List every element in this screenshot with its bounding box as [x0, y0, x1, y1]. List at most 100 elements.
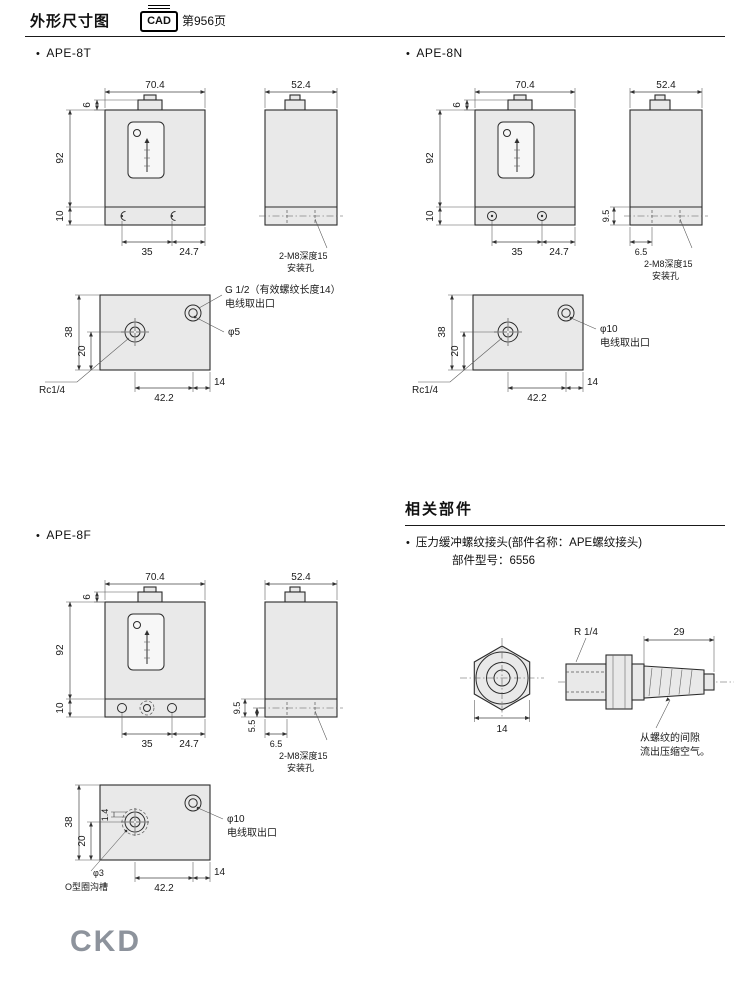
dim-depth: 52.4: [656, 80, 676, 91]
dim-depth: 52.4: [291, 80, 311, 91]
conduit-label: G 1/2（有效螺纹长度14）: [225, 283, 341, 296]
bullet: •: [406, 48, 411, 60]
dim-20: 20: [77, 345, 88, 357]
dim-14-step: 1.4: [100, 809, 110, 822]
port-label: Rc1/4: [412, 385, 439, 396]
fitting-note-1: 从螺纹的间隙: [640, 731, 700, 744]
ape8t-front-view: 70.4 6 92 10 35 24.7: [55, 80, 206, 258]
label-ape8f: • APE-8F: [36, 528, 91, 542]
drawing-geometry: [66, 580, 206, 738]
drawing-geometry: [558, 636, 734, 729]
mount-note-1: 2-M8深度15: [279, 250, 328, 261]
fitting-note-2: 流出压缩空气。: [640, 745, 710, 758]
dim-body: 92: [425, 152, 436, 164]
dim-pitch: 35: [511, 247, 523, 258]
label-ape8t-text: APE-8T: [46, 46, 92, 60]
related-parts-item-text: 压力缓冲螺纹接头(部件名称：APE螺纹接头): [415, 537, 643, 549]
wire-outlet-label: 电线取出口: [225, 297, 275, 310]
dim-pitch: 35: [141, 739, 153, 750]
wire-outlet-label: 电线取出口: [600, 336, 650, 349]
bullet: •: [406, 537, 410, 549]
mount-note-2: 安装孔: [287, 262, 314, 273]
dim-edge: 24.7: [179, 739, 199, 750]
dim-14: 14: [587, 377, 599, 388]
dim-14: 14: [214, 377, 226, 388]
cad-icon-lines: [148, 5, 170, 10]
dim-edge: 24.7: [179, 247, 199, 258]
fitting-side-view: R 1/4 29 从螺纹的间隙 流出压缩空气。: [558, 627, 734, 758]
dim-top: 6: [82, 102, 93, 108]
page-reference: 第956页: [182, 14, 227, 28]
ape8f-front-view: 70.4 6 92 10 35 24.7: [55, 572, 206, 750]
dim-38: 38: [437, 326, 448, 338]
dim-length: 29: [673, 627, 685, 638]
dim-422: 42.2: [154, 393, 174, 404]
bullet: •: [36, 48, 41, 60]
ape8n-bottom-view: φ10 电线取出口 Rc1/4 38 20 42.2 14: [412, 294, 650, 404]
outlet-dia-label: φ10: [227, 814, 245, 825]
dim-14: 14: [214, 867, 226, 878]
related-parts-title: 相关部件: [405, 498, 725, 526]
drawing-geometry: [259, 88, 343, 249]
dim-55: 5.5: [247, 720, 257, 733]
dim-95: 9.5: [601, 210, 611, 223]
dim-width: 70.4: [145, 80, 165, 91]
wire-outlet-label: 电线取出口: [227, 826, 277, 839]
drawing-geometry: [241, 580, 343, 741]
dim-hex-width: 14: [496, 724, 508, 735]
dim-body: 92: [55, 152, 66, 164]
dim-width: 70.4: [515, 80, 535, 91]
dim-base: 10: [55, 210, 66, 222]
mount-note-1: 2-M8深度15: [279, 750, 328, 761]
header-rule: [25, 36, 725, 37]
label-ape8n-text: APE-8N: [416, 46, 463, 60]
ape8t-side-view: 52.4 2-M8深度15 安装孔: [259, 80, 343, 273]
ape8n-side-view: 52.4 9.5 6.5 2-M8深度15 安装孔: [601, 80, 708, 281]
dim-422: 42.2: [527, 393, 547, 404]
mount-note-2: 安装孔: [652, 270, 679, 281]
ape8f-bottom-view: φ10 电线取出口 1.4 φ3 O型圈沟槽 38 20 42.2 14: [64, 784, 277, 894]
drawing-geometry: [610, 88, 708, 249]
drawing-geometry: [418, 294, 597, 392]
related-parts-item: • 压力缓冲螺纹接头(部件名称：APE螺纹接头): [406, 534, 642, 550]
dim-pitch: 35: [141, 247, 153, 258]
drawing-geometry: [66, 88, 206, 246]
oring-groove-label: O型圈沟槽: [65, 881, 108, 892]
drawing-geometry: [436, 88, 576, 246]
fitting-hex-view: 14: [460, 638, 544, 735]
bullet: •: [36, 530, 41, 542]
cad-icon-label: CAD: [140, 11, 178, 32]
ape8f-side-view: 52.4 9.5 5.5 6.5 2-M8深度15 安装孔: [232, 572, 343, 773]
dim-65: 6.5: [635, 247, 648, 257]
dim-body: 92: [55, 644, 66, 656]
drawing-geometry: [45, 294, 225, 392]
dim-base: 10: [425, 210, 436, 222]
ckd-logo: CKD: [70, 925, 141, 958]
groove-dia-label: φ3: [93, 868, 104, 878]
dim-base: 10: [55, 702, 66, 714]
ape8n-front-view: 70.4 6 92 10 35 24.7: [425, 80, 576, 258]
cad-icon: CAD: [140, 5, 178, 32]
mount-note-2: 安装孔: [287, 762, 314, 773]
dim-edge: 24.7: [549, 247, 569, 258]
dim-38: 38: [64, 326, 75, 338]
thread-label: R 1/4: [574, 627, 598, 638]
mount-note-1: 2-M8深度15: [644, 258, 693, 269]
dim-depth: 52.4: [291, 572, 311, 583]
outlet-dia-label: φ10: [600, 324, 618, 335]
outlet-dia-label: φ5: [228, 327, 240, 338]
related-parts-model: 部件型号：6556: [452, 555, 536, 567]
drawing-geometry: [460, 638, 544, 722]
dim-422: 42.2: [154, 883, 174, 894]
port-label: Rc1/4: [39, 385, 66, 396]
dim-top: 6: [452, 102, 463, 108]
label-ape8t: • APE-8T: [36, 46, 91, 60]
ape8t-bottom-view: G 1/2（有效螺纹长度14） 电线取出口 φ5 Rc1/4 38 20 42.…: [39, 283, 341, 404]
label-ape8n: • APE-8N: [406, 46, 463, 60]
label-ape8f-text: APE-8F: [46, 528, 92, 542]
drawing-geometry: [75, 784, 224, 882]
dim-38: 38: [64, 816, 75, 828]
dim-95: 9.5: [232, 702, 242, 715]
dim-65: 6.5: [270, 739, 283, 749]
